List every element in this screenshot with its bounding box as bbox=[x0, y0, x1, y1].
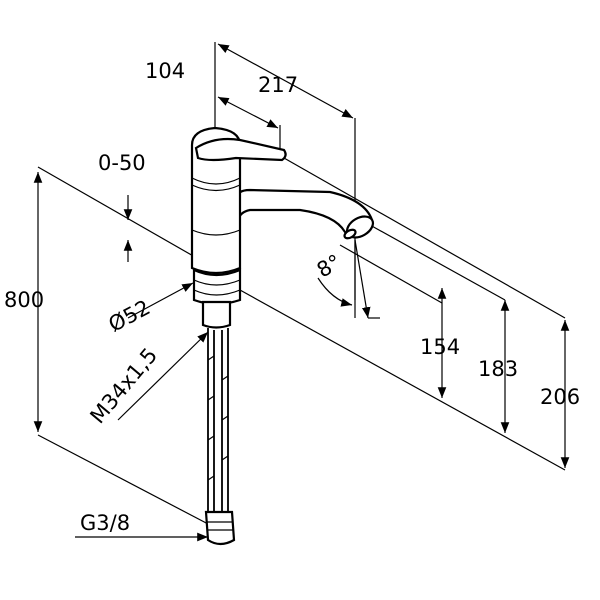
dim-217-label: 217 bbox=[258, 73, 298, 97]
dim-206-label: 206 bbox=[540, 385, 580, 409]
dim-0-50-label: 0-50 bbox=[98, 151, 146, 175]
hoses bbox=[207, 328, 229, 512]
dimension-lines bbox=[33, 43, 570, 542]
hose-fitting-rings bbox=[207, 521, 233, 531]
dim-diameter-label: Ø52 bbox=[105, 295, 154, 337]
faucet bbox=[190, 126, 375, 546]
extension-lines bbox=[37, 42, 566, 526]
base-nut-rings bbox=[193, 279, 241, 296]
dim-connection-label: G3/8 bbox=[80, 511, 130, 535]
dim-thread-label: M34x1,5 bbox=[85, 343, 162, 428]
dim-154-label: 154 bbox=[420, 335, 460, 359]
body bbox=[190, 126, 242, 275]
dim-183-label: 183 bbox=[478, 357, 518, 381]
base-nut bbox=[192, 268, 242, 306]
body-contour-lines bbox=[191, 177, 241, 236]
aerator bbox=[343, 228, 357, 240]
dim-104-label: 104 bbox=[145, 59, 185, 83]
shank bbox=[201, 300, 232, 329]
hose-braid-marks bbox=[207, 355, 229, 481]
hose-fitting bbox=[204, 510, 236, 546]
dim-angle-label: 8° bbox=[313, 250, 346, 283]
lever bbox=[194, 137, 287, 162]
dim-800-label: 800 bbox=[4, 288, 44, 312]
